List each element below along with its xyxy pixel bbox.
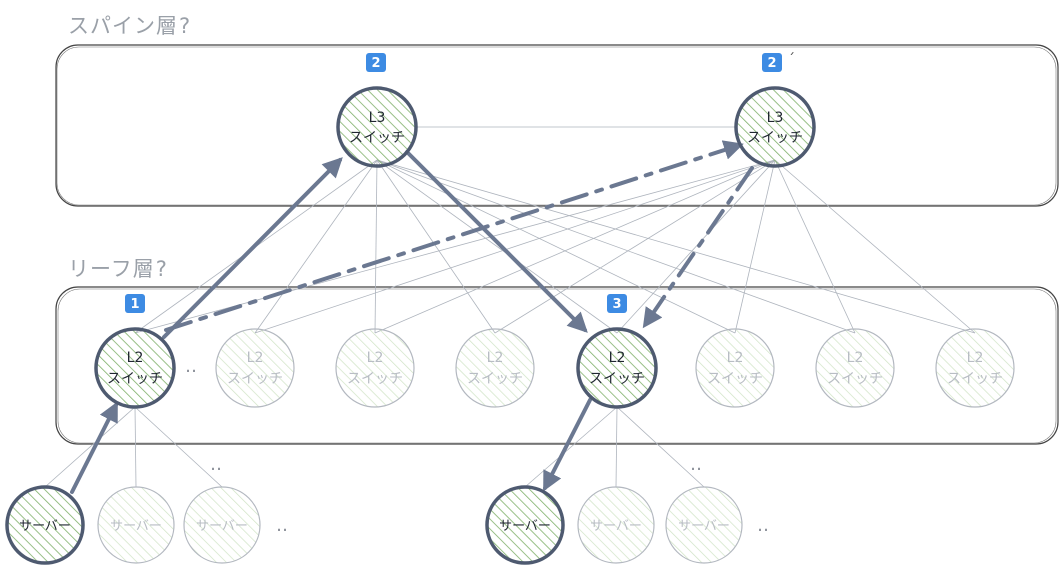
- server-label: サーバー: [499, 519, 551, 534]
- step-badge-3: 3: [607, 294, 627, 313]
- leaf-switch: L2 スイッチ: [815, 328, 895, 408]
- leaf-switch-line1: L2: [727, 350, 744, 366]
- server-link: [616, 406, 705, 488]
- server-link: [134, 406, 223, 488]
- server-ellipsis-lower: ‥: [276, 515, 288, 536]
- leaf-switch: L2 スイッチ: [94, 327, 176, 409]
- server-label: サーバー: [678, 519, 730, 534]
- server: サーバー: [665, 486, 743, 564]
- step-badge-1: 1: [125, 294, 145, 313]
- server-link: [44, 406, 136, 488]
- leaf-switch-line1: L2: [967, 350, 984, 366]
- server-ellipsis-upper: ‥: [210, 454, 222, 475]
- svg-text:3: 3: [612, 297, 621, 312]
- server: サーバー: [183, 486, 261, 564]
- path-arrow-spine-to-leaf: [405, 150, 588, 333]
- mesh-links: [134, 126, 976, 334]
- traffic-path: [70, 140, 754, 494]
- mesh-link: [376, 159, 856, 334]
- path-arrow-leaf-to-server: [543, 398, 592, 492]
- mesh-link: [374, 159, 378, 334]
- server: サーバー: [5, 485, 85, 565]
- leaf-switch-line1: L2: [247, 350, 264, 366]
- spine-switch-line2: スイッチ: [747, 130, 803, 146]
- step-badge-2: 2: [366, 53, 386, 72]
- mesh-link: [376, 159, 736, 334]
- spine-switch: L3 スイッチ: [734, 86, 816, 168]
- prime-mark: ´: [788, 52, 795, 68]
- svg-text:2: 2: [767, 56, 776, 71]
- leaf-switch-line2: スイッチ: [227, 371, 283, 387]
- leaf-switch-group: L2 スイッチ L2 スイッチ L2 スイッチ L2 スイッチ L2 スイッチ L2 スイッチ L2 スイ…: [94, 327, 1015, 409]
- spine-switch-group: L3 スイッチ L3 スイッチ: [336, 86, 816, 168]
- mesh-link: [254, 159, 776, 334]
- leaf-switch-line1: L2: [487, 350, 504, 366]
- spine-switch-line1: L3: [767, 110, 784, 126]
- mesh-link: [774, 159, 856, 334]
- path-arrow-leaf-to-spine: [162, 157, 343, 339]
- leaf-switch: L2 スイッチ: [935, 328, 1015, 408]
- server-group: サーバー サーバー サーバー サーバー サーバー サーバー: [5, 485, 743, 565]
- leaf-switch-line2: スイッチ: [827, 371, 883, 387]
- leaf-switch: L2 スイッチ: [215, 328, 295, 408]
- mesh-link: [616, 159, 776, 334]
- server: サーバー: [485, 485, 565, 565]
- server: サーバー: [577, 486, 655, 564]
- leaf-switch-line1: L2: [127, 350, 144, 366]
- server: サーバー: [97, 486, 175, 564]
- spine-switch: L3 スイッチ: [336, 86, 418, 168]
- leaf-layer-box-sketch: [57, 288, 1057, 444]
- server-link: [615, 406, 618, 488]
- mesh-link: [734, 159, 776, 334]
- leaf-switch-line2: スイッチ: [347, 371, 403, 387]
- mesh-link: [376, 159, 496, 334]
- mesh-link: [774, 159, 976, 334]
- path-arrow-server-to-leaf: [70, 401, 118, 494]
- mesh-link: [374, 159, 776, 334]
- mesh-link: [134, 159, 776, 334]
- leaf-switch-line2: スイッチ: [707, 371, 763, 387]
- spine-switch-line1: L3: [369, 110, 386, 126]
- server-label: サーバー: [19, 519, 71, 534]
- server-ellipsis-upper-2: ‥: [690, 454, 702, 475]
- server-label: サーバー: [110, 519, 162, 534]
- leaf-switch: L2 スイッチ: [695, 328, 775, 408]
- server-links: [44, 406, 705, 488]
- server-ellipsis-lower-2: ‥: [757, 515, 769, 536]
- leaf-switch: L2 スイッチ: [335, 328, 415, 408]
- server-label: サーバー: [196, 519, 248, 534]
- leaf-layer-box: [55, 286, 1059, 445]
- spine-switch-line2: スイッチ: [349, 130, 405, 146]
- server-link: [524, 406, 618, 488]
- leaf-layer-label: リーフ層?: [68, 257, 168, 281]
- leaf-switch: L2 スイッチ: [455, 328, 535, 408]
- leaf-switch-line2: スイッチ: [107, 371, 163, 387]
- leaf-switch-line2: スイッチ: [589, 371, 645, 387]
- leaf-switch-line1: L2: [847, 350, 864, 366]
- step-badge-2-alt: 2 ´: [762, 52, 795, 72]
- mesh-link: [376, 159, 618, 334]
- spine-layer-box-sketch: [56, 46, 1057, 206]
- svg-text:1: 1: [130, 297, 139, 312]
- server-link: [134, 406, 137, 488]
- leaf-switch-line1: L2: [609, 350, 626, 366]
- mesh-link: [494, 159, 776, 334]
- server-label: サーバー: [590, 519, 642, 534]
- leaf-switch-line2: スイッチ: [947, 371, 1003, 387]
- path-arrow-alt-spine-to-leaf: [642, 166, 754, 329]
- leaf-switch: L2 スイッチ: [576, 327, 658, 409]
- mesh-link: [254, 159, 378, 334]
- leaf-switch-line1: L2: [367, 350, 384, 366]
- spine-layer-box: [55, 44, 1059, 207]
- leaf-ellipsis: ‥: [185, 356, 197, 377]
- path-arrow-alt-leaf-to-spine: [164, 140, 744, 332]
- svg-text:2: 2: [371, 56, 380, 71]
- spine-layer-label: スパイン層?: [68, 14, 192, 38]
- mesh-link: [376, 159, 976, 334]
- leaf-switch-line2: スイッチ: [467, 371, 523, 387]
